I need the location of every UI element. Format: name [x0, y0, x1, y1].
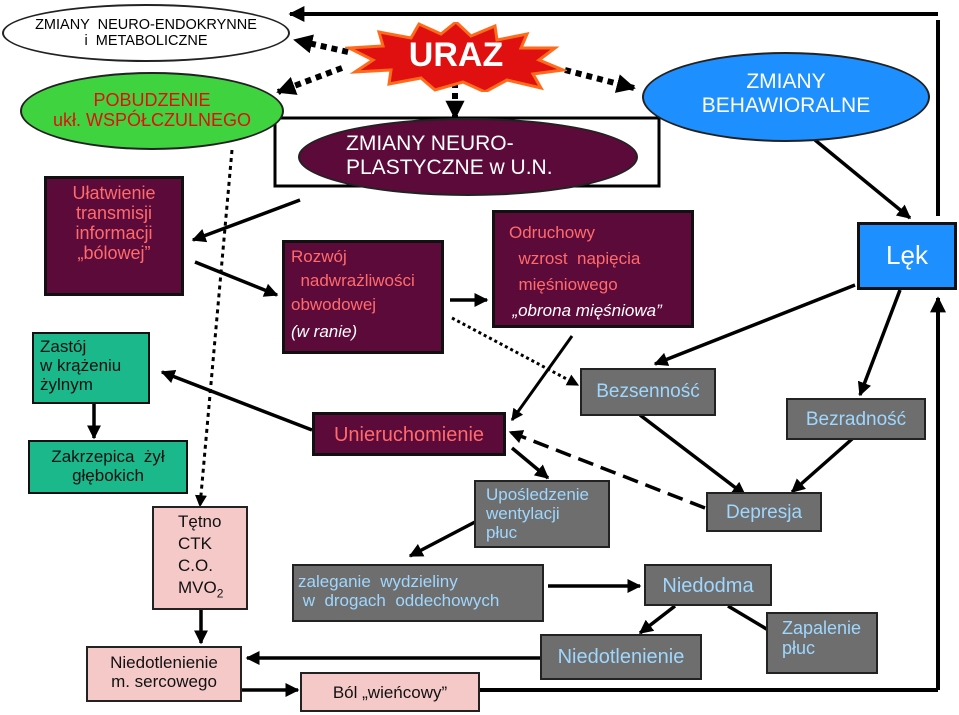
atelectasis-label: Niedodma	[662, 575, 754, 597]
pain-transmission-node: Ułatwienie transmisji informacji „bólowe…	[44, 176, 184, 296]
hypersensitivity-line2: nadwrażliwości	[291, 271, 415, 290]
arrow-ventilation-secretion	[408, 520, 476, 558]
arrow-atelectasis-hypoxia	[638, 604, 677, 635]
behavioral-label: ZMIANY BEHAWIORALNE	[701, 70, 871, 117]
insomnia-label: Bezsenność	[596, 381, 700, 402]
arrow-uraz-behavioral	[564, 67, 636, 93]
arrow-anxiety-insomnia	[653, 283, 856, 366]
secretion-node: zaleganie wydzieliny w drogach oddechowy…	[292, 564, 544, 622]
atelectasis-node: Niedodma	[644, 564, 772, 606]
arrow-insomnia-depression	[638, 413, 747, 497]
depression-node: Depresja	[706, 492, 822, 532]
thrombosis-label: Zakrzepica żył głębokich	[51, 447, 165, 486]
immobilization-node: Unieruchomienie	[312, 412, 506, 456]
muscle-tension-line3: mięśniowego	[509, 275, 618, 294]
hypersensitivity-node: Rozwój nadwrażliwości obwodowej (w ranie…	[282, 240, 444, 354]
sympathetic-label: POBUDZENIE ukł. WSPÓŁCZULNEGO	[52, 90, 252, 131]
arrow-sympathetic-cardiac	[194, 149, 234, 508]
uraz-star-shape	[345, 22, 567, 92]
uraz-node: URAZ	[345, 22, 567, 92]
depression-label: Depresja	[725, 502, 803, 523]
neuroplastic-node: ZMIANY NEURO- PLASTYCZNE w U.N.	[298, 118, 638, 196]
hypersensitivity-line1: Rozwój	[291, 247, 347, 266]
uraz-label: URAZ	[408, 36, 504, 74]
neuro-endocrine-node: ZMIANY NEURO-ENDOKRYNNE i METABOLICZNE	[2, 4, 290, 62]
cardiac-params-mvo: MVO	[178, 578, 217, 597]
ventilation-node: Upośledzenie wentylacji płuc	[474, 480, 610, 548]
coronary-pain-node: Ból „wieńcowy”	[300, 672, 480, 712]
arrow-uraz-neuroendocrine	[293, 34, 349, 55]
thrombosis-node: Zakrzepica żył głębokich	[28, 440, 188, 494]
cardiac-params-mvo-sub: 2	[216, 586, 224, 601]
insomnia-node: Bezsenność	[580, 368, 716, 416]
myocardial-hypoxia-node: Niedotlenienie m. sercowego	[86, 646, 242, 702]
arrow-transmission-hypersensitivity	[194, 260, 279, 297]
cardiac-params-line2: CTK	[178, 534, 212, 553]
neuro-endocrine-label: ZMIANY NEURO-ENDOKRYNNE i METABOLICZNE	[35, 17, 257, 50]
hypersensitivity-line3: obwodowej	[291, 295, 377, 314]
pneumonia-node: Zapalenie płuc	[766, 612, 878, 674]
helplessness-label: Bezradność	[805, 409, 907, 430]
immobilization-label: Unieruchomienie	[333, 424, 485, 446]
myocardial-hypoxia-label: Niedotlenienie m. sercowego	[110, 653, 218, 692]
cardiac-params-node: Tętno CTK C.O. MVO2	[152, 506, 248, 610]
hypoxia-label: Niedotlenienie	[557, 646, 685, 668]
arrow-anxiety-helplessness	[857, 289, 902, 397]
cardiac-params-line4: MVO2	[178, 578, 223, 601]
anxiety-label: Lęk	[886, 240, 928, 270]
hypersensitivity-line4: (w ranie)	[291, 322, 358, 341]
arrow-neuroplastic-transmission	[191, 198, 301, 243]
anxiety-node: Lęk	[857, 222, 957, 290]
coronary-pain-label: Ból „wieńcowy”	[332, 683, 448, 702]
cardiac-params-line1: Tętno	[178, 512, 222, 531]
cardiac-params-line3: C.O.	[178, 556, 213, 575]
venous-stasis-label: Zastój w krążeniu żylnym	[40, 337, 122, 395]
venous-stasis-node: Zastój w krążeniu żylnym	[32, 332, 150, 404]
neuroplastic-label: ZMIANY NEURO- PLASTYCZNE w U.N.	[346, 132, 553, 179]
pain-transmission-label: Ułatwienie transmisji informacji „bólowe…	[72, 183, 156, 264]
hypoxia-node: Niedotlenienie	[540, 634, 702, 680]
muscle-tension-node: Odruchowy wzrost napięcia mięśniowego „o…	[492, 210, 694, 328]
pneumonia-label: Zapalenie płuc	[782, 618, 862, 659]
muscle-tension-line4: „obrona mięśniowa”	[503, 301, 662, 320]
arrow-helplessness-depression	[790, 430, 862, 494]
arrow-depression-immobilization	[508, 430, 706, 510]
arrow-muscle-immobilization	[510, 335, 574, 421]
ventilation-label: Upośledzenie wentylacji płuc	[486, 485, 590, 543]
sympathetic-node: POBUDZENIE ukł. WSPÓŁCZULNEGO	[20, 72, 284, 150]
arrow-immobilization-ventilation	[510, 446, 550, 480]
secretion-label: zaleganie wydzieliny w drogach oddechowy…	[298, 572, 500, 611]
arrow-immobilization-stasis	[160, 370, 313, 432]
muscle-tension-line2: wzrost napięcia	[509, 249, 641, 268]
muscle-tension-line1: Odruchowy	[509, 223, 595, 242]
arrow-uraz-sympathetic	[276, 65, 344, 95]
helplessness-node: Bezradność	[786, 398, 926, 440]
behavioral-node: ZMIANY BEHAWIORALNE	[642, 52, 930, 142]
arrow-behavioral-anxiety	[813, 138, 912, 220]
